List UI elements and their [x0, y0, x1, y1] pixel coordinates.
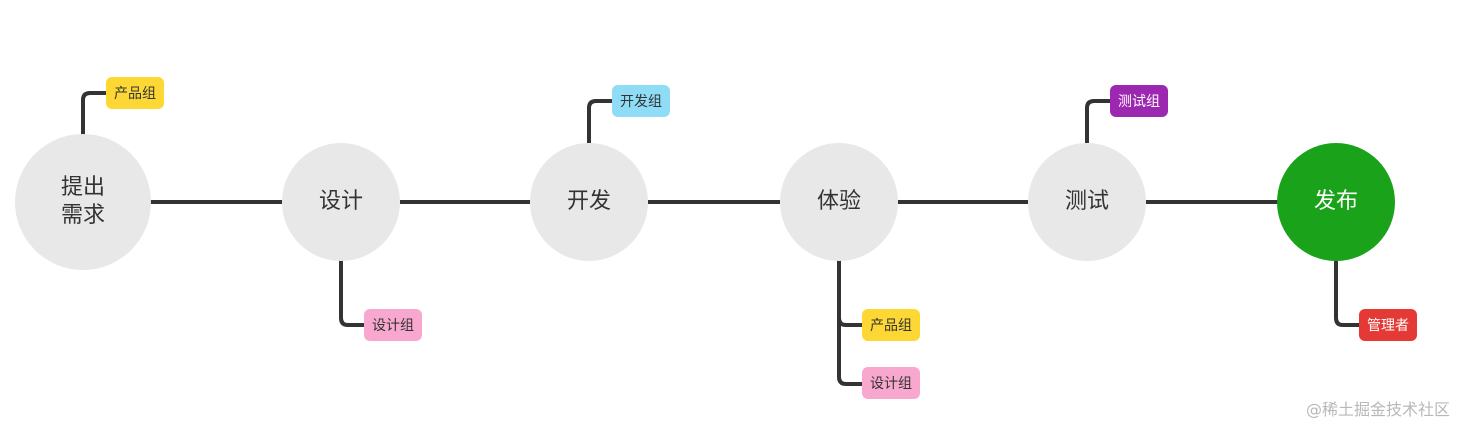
branch-line	[837, 317, 863, 327]
tag-product-group[interactable]: 产品组	[106, 77, 164, 109]
tag-dev-group[interactable]: 开发组	[612, 85, 670, 117]
node-requirement[interactable]: 提出需求	[15, 134, 151, 270]
tag-product-group[interactable]: 产品组	[862, 309, 920, 341]
tag-design-group[interactable]: 设计组	[364, 309, 422, 341]
node-label: 提出需求	[60, 175, 105, 228]
node-label: 设计	[318, 189, 363, 214]
branch-line	[837, 260, 863, 386]
node-design[interactable]: 设计	[282, 143, 400, 261]
watermark: @稀土掘金技术社区	[1305, 400, 1450, 419]
node-label: 体验	[816, 189, 861, 214]
branch-line	[1334, 260, 1360, 327]
branch-line	[81, 91, 108, 135]
node-label: 测试	[1064, 189, 1109, 214]
tag-admin[interactable]: 管理者	[1359, 309, 1417, 341]
branch-line	[1085, 99, 1111, 143]
branch-line	[587, 99, 614, 143]
node-label: 开发	[566, 189, 611, 214]
tag-design-group[interactable]: 设计组	[862, 367, 920, 399]
branch-line	[339, 260, 365, 327]
node-label: 发布	[1313, 189, 1358, 214]
tag-test-group[interactable]: 测试组	[1110, 85, 1168, 117]
node-experience[interactable]: 体验	[780, 143, 898, 261]
node-test[interactable]: 测试	[1028, 143, 1146, 261]
node-develop[interactable]: 开发	[530, 143, 648, 261]
node-release[interactable]: 发布	[1277, 143, 1395, 261]
